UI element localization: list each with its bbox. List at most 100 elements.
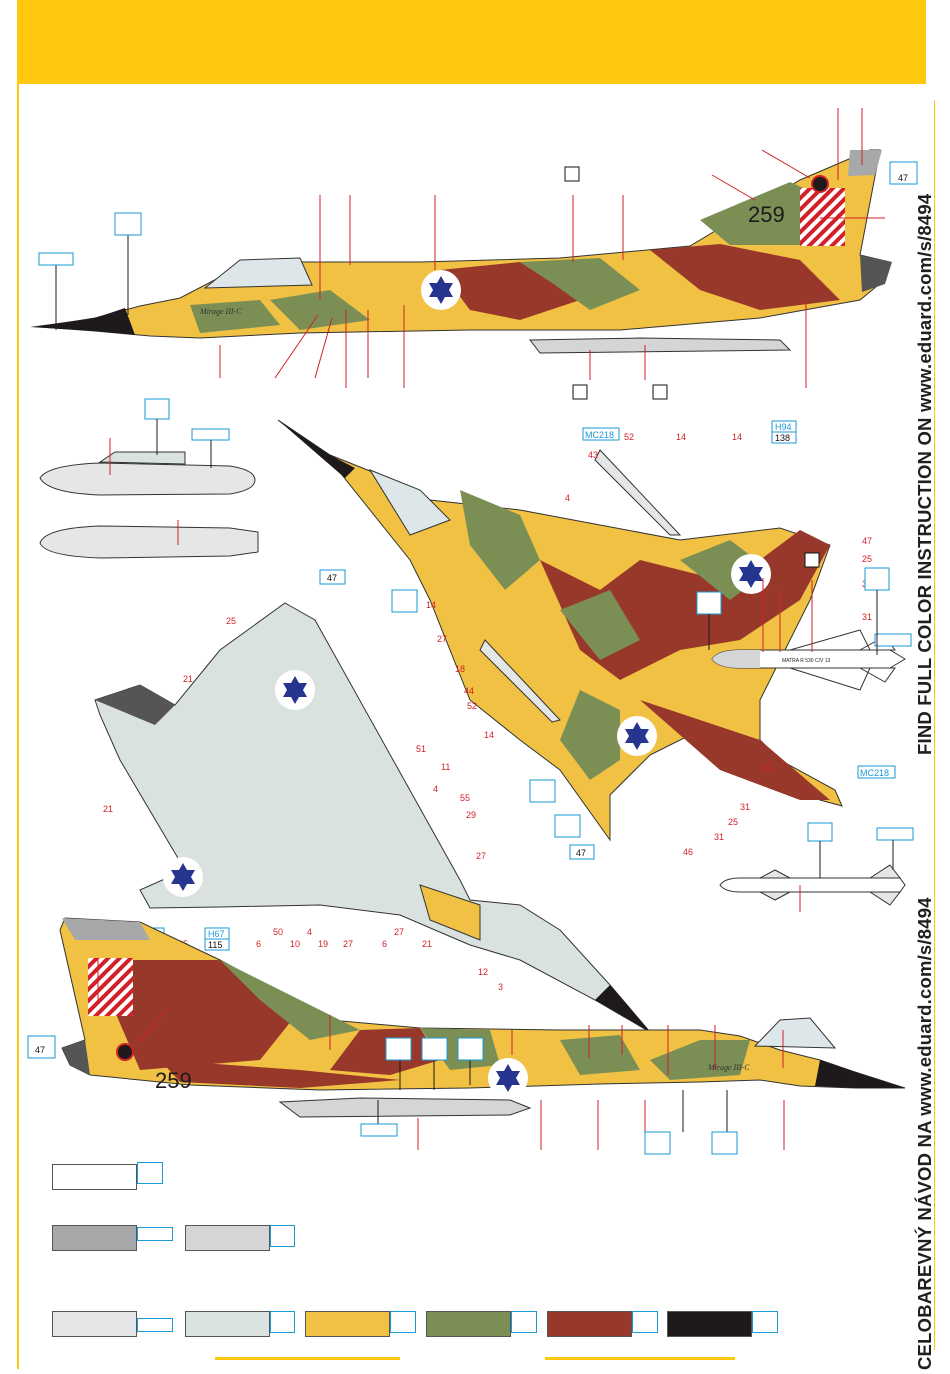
camo-green-2 <box>700 182 830 245</box>
ref-boxes-top <box>38 161 918 266</box>
drop-tank-side <box>39 398 256 496</box>
callout-31-b: 31 <box>862 612 872 622</box>
rudder-stripes-bottom <box>88 958 133 1016</box>
missile-upper-a <box>594 449 682 536</box>
ref-mc218-b: MC218 <box>860 768 889 778</box>
callout-6-b: 6 <box>382 939 387 949</box>
camo-brown-1 <box>440 262 580 320</box>
frame-line-bottom-left <box>215 1357 400 1360</box>
ref-h67-underside: H67 <box>208 929 225 939</box>
swatch-pale-gray <box>185 1311 270 1337</box>
callout-27-b: 27 <box>343 939 353 949</box>
callout-14-b: 14 <box>732 432 742 442</box>
fuel-tank-top <box>528 337 792 354</box>
fin-tip-top <box>848 150 882 176</box>
nose-script-top: Mirage III-C <box>199 307 242 316</box>
camo-green-4 <box>190 300 280 333</box>
exhaust-top <box>860 255 892 292</box>
callout-46: 46 <box>683 847 693 857</box>
ref-boxes-upper <box>391 420 896 860</box>
serial-top: 259 <box>748 202 785 227</box>
ref-mc218-a: MC218 <box>585 430 614 440</box>
callout-44: 44 <box>464 686 474 696</box>
frame-line-left <box>17 84 19 1369</box>
cockpit-canopy <box>203 257 313 289</box>
swatch-white-tag <box>137 1162 163 1184</box>
swatch-brown-tag <box>632 1311 658 1333</box>
callout-51: 51 <box>416 744 426 754</box>
missile-sidewinder <box>719 822 914 912</box>
fin-badge-bottom <box>116 1043 134 1061</box>
callout-43: 43 <box>588 450 598 460</box>
swatch-white <box>52 1164 137 1190</box>
callout-19: 19 <box>318 939 328 949</box>
missile-upper-b <box>479 639 561 723</box>
exhaust-bottom <box>62 1040 90 1075</box>
leader-lines-black-bottom <box>377 1060 728 1132</box>
callout-21-c: 21 <box>422 939 432 949</box>
callout-4-a: 4 <box>433 784 438 794</box>
ref-47-bottom: 47 <box>35 1045 45 1055</box>
frame-line-bottom-right <box>545 1357 735 1360</box>
callout-31-e: 31 <box>740 802 750 812</box>
callout-52-a: 52 <box>624 432 634 442</box>
cockpit-canopy-b <box>753 1017 837 1049</box>
camo-green-b4 <box>650 1040 750 1080</box>
callout-25-d: 25 <box>728 817 738 827</box>
swatch-brown <box>547 1311 632 1337</box>
callouts-underside: 25 21 51 11 4 55 29 21 27 6 50 10 4 19 2… <box>103 616 503 992</box>
swatch-gray <box>52 1225 137 1251</box>
swatch-light-gray <box>52 1311 137 1337</box>
camo-brown-2 <box>650 244 840 310</box>
swatch-sand <box>305 1311 390 1337</box>
missile-matra <box>696 552 912 691</box>
underside-view <box>94 602 651 1033</box>
ref-47-underside: 47 <box>327 573 337 583</box>
callout-6-a: 6 <box>256 939 261 949</box>
leader-lines-top <box>219 108 885 388</box>
serial-bottom: 259 <box>155 1068 192 1093</box>
swatch-black-tag <box>752 1311 778 1333</box>
callout-4-c: 4 <box>565 493 570 503</box>
callout-27-d: 27 <box>437 634 447 644</box>
callout-31-d: 31 <box>762 762 772 772</box>
swatch-mid-gray-tag <box>270 1225 295 1247</box>
swatch-pale-gray-tag <box>270 1311 295 1333</box>
callout-12: 12 <box>478 967 488 977</box>
callout-21-b: 21 <box>103 804 113 814</box>
swatch-green-tag <box>511 1311 537 1333</box>
swatch-green <box>426 1311 511 1337</box>
fin-badge-top <box>811 175 829 193</box>
profile-left-side <box>30 149 892 354</box>
ref-h94-upper: H94 <box>775 422 792 432</box>
callout-18: 18 <box>455 664 465 674</box>
callout-11: 11 <box>441 762 450 772</box>
swatch-sand-tag <box>390 1311 416 1333</box>
callout-47-a: 47 <box>862 536 872 546</box>
callout-52-b: 52 <box>467 701 477 711</box>
camo-brown-b3 <box>160 1060 400 1088</box>
callout-27-a: 27 <box>476 851 486 861</box>
callout-50: 50 <box>273 927 283 937</box>
callout-55: 55 <box>460 793 470 803</box>
callout-29: 29 <box>466 810 476 820</box>
ref-h94-val-upper: 138 <box>775 433 790 443</box>
ref-h67-val-underside: 115 <box>208 940 222 950</box>
callout-25-c: 25 <box>862 554 872 564</box>
callout-27-c: 27 <box>394 927 404 937</box>
ref-47-top: 47 <box>898 173 908 183</box>
fuel-tank-bottom <box>278 1097 532 1118</box>
paint-icons-top <box>564 166 668 400</box>
callout-10: 10 <box>290 939 300 949</box>
leader-lines-black-top <box>55 235 129 330</box>
side-rail <box>934 100 935 1350</box>
nose-script-bottom: Mirage III-C <box>707 1063 750 1072</box>
nose-cone <box>30 308 135 335</box>
camo-green-3 <box>270 290 370 330</box>
swatch-black <box>667 1311 752 1337</box>
drop-tank-top <box>39 520 259 559</box>
ref-boxes-bottom <box>27 1035 738 1155</box>
swatch-light-gray-tag <box>137 1318 173 1332</box>
fin-tip-bottom <box>62 918 150 940</box>
